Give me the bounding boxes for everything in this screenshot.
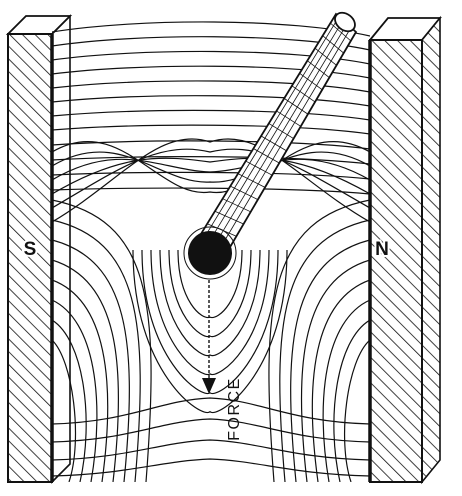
south-magnet-pole: [5, 14, 73, 484]
field-line-upper: [52, 156, 370, 165]
field-line-left: [52, 199, 152, 482]
magnetic-field-lines: [52, 21, 370, 482]
field-line-upper: [52, 171, 370, 180]
field-line-loop: [132, 249, 288, 414]
field-line-upper: [52, 187, 370, 195]
force-label: FORCE: [226, 377, 243, 441]
wire-shading-line: [245, 160, 273, 176]
wire-shading-line: [230, 185, 259, 200]
field-line-around-top: [52, 151, 370, 183]
field-line-right: [300, 259, 370, 482]
wire-shading-line: [283, 98, 309, 115]
field-line-right: [290, 239, 370, 482]
wire-shading-line: [253, 148, 280, 164]
wire-shading-line: [291, 85, 316, 103]
wire-shading-line: [314, 47, 337, 66]
field-line-around-top: [52, 140, 370, 194]
field-line-right: [311, 279, 370, 482]
north-magnet-pole: [368, 15, 442, 485]
field-line-upper: [52, 95, 370, 107]
wire-shading-line: [268, 123, 294, 139]
wire-shading-line: [214, 210, 244, 225]
field-line-upper: [52, 21, 370, 37]
wire-longitudinal-line: [218, 27, 352, 252]
north-pole-label: N: [375, 239, 389, 260]
field-line-around-top: [52, 138, 370, 223]
field-line-loop: [177, 249, 243, 319]
field-line-upper: [52, 140, 370, 150]
field-line-right: [343, 339, 370, 482]
field-line-loop: [168, 249, 252, 338]
field-line-left: [52, 319, 87, 482]
field-line-upper: [52, 80, 370, 93]
south-pole-label: S: [24, 239, 37, 260]
field-line-left: [52, 239, 130, 482]
field-line-left: [52, 299, 98, 482]
field-line-bottom: [52, 418, 370, 443]
field-line-upper: [52, 109, 370, 121]
field-line-loop: [150, 249, 270, 376]
wire-shading-line: [322, 35, 344, 54]
field-line-left: [52, 259, 120, 482]
field-line-loop: [159, 249, 261, 357]
wire-shading-line: [260, 135, 287, 152]
conductor-wire: [194, 11, 358, 256]
field-line-bottom: [52, 397, 370, 425]
field-line-upper: [52, 124, 370, 135]
field-line-bottom: [52, 439, 370, 461]
wire-shading-line: [237, 173, 266, 188]
wire-shading-line: [276, 110, 301, 127]
arrow-down-icon: [202, 280, 216, 394]
field-line-right: [322, 299, 370, 482]
field-line-left: [52, 219, 141, 482]
wire-longitudinal-line: [206, 20, 344, 247]
field-line-bottom: [52, 458, 370, 477]
field-line-right: [279, 219, 370, 482]
wire-longitudinal-line: [212, 23, 348, 249]
wire-shading-line: [299, 72, 323, 91]
wire-shading-line: [222, 198, 251, 213]
wire-cross-section-icon: [183, 226, 237, 280]
field-line-left: [52, 279, 109, 482]
field-line-around-top: [52, 157, 370, 195]
field-line-loop: [141, 249, 279, 395]
wire-longitudinal-line: [200, 16, 340, 245]
field-line-right: [333, 319, 370, 482]
wire-shading-line: [307, 60, 330, 78]
wire-shading-line: [330, 22, 352, 42]
field-line-upper: [52, 65, 370, 79]
field-line-left: [52, 339, 77, 482]
field-line-right: [268, 199, 370, 482]
